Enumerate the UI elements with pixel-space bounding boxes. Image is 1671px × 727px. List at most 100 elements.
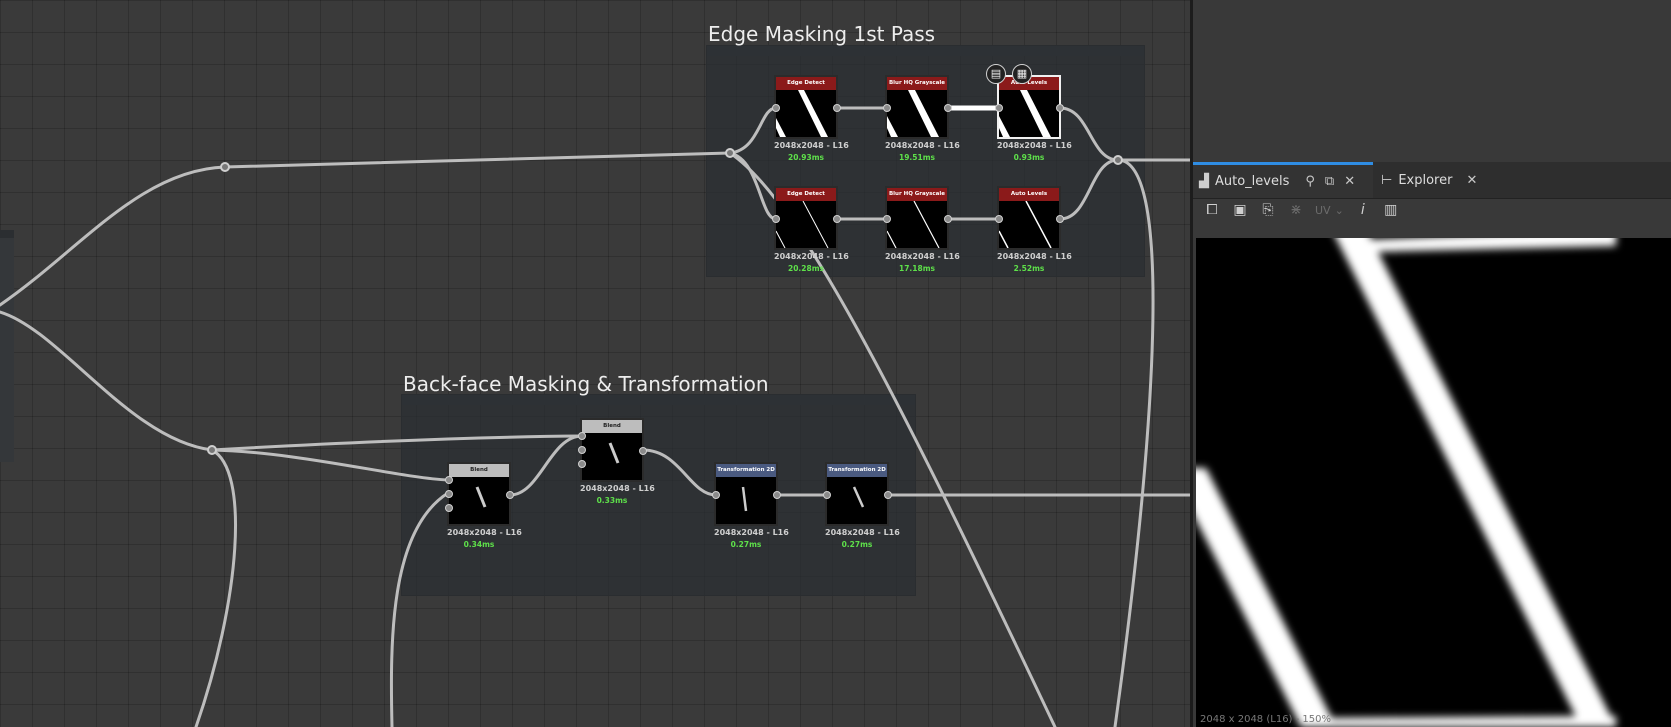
output-port[interactable] xyxy=(1056,104,1064,112)
node-thumbnail xyxy=(608,442,620,464)
output-port[interactable] xyxy=(884,491,892,499)
node-timing: 20.28ms xyxy=(787,264,824,273)
output-port[interactable] xyxy=(833,215,841,223)
node-timing: 0.27ms xyxy=(841,540,873,549)
input-port[interactable] xyxy=(445,490,453,498)
input-port[interactable] xyxy=(578,460,586,468)
view-icon: ▟ xyxy=(1199,174,1209,189)
float-icon[interactable]: ⧉ xyxy=(1324,174,1335,189)
node-resolution: 2048x2048 - L16 xyxy=(580,484,655,493)
node-thumbnail xyxy=(852,486,865,508)
info-icon[interactable]: i xyxy=(1360,202,1365,218)
node-blend[interactable]: Blend 2048x2048 - L16 0.34ms xyxy=(445,462,522,549)
input-port[interactable] xyxy=(823,491,831,499)
input-port[interactable] xyxy=(772,215,780,223)
copy-icon[interactable]: ⎘ xyxy=(1262,202,1274,218)
tab-explorer[interactable]: ⊢ Explorer ✕ xyxy=(1375,162,1495,198)
node-thumbnail xyxy=(999,201,1052,248)
reroute-dot[interactable] xyxy=(1113,155,1123,165)
node-timing: 20.93ms xyxy=(787,153,824,162)
node-body: Blend xyxy=(447,462,511,526)
node-timing: 17.18ms xyxy=(898,264,935,273)
input-port[interactable] xyxy=(445,476,453,484)
close-icon[interactable]: ✕ xyxy=(1344,174,1356,189)
frame-edge-masking-title[interactable]: Edge Masking 1st Pass xyxy=(708,22,936,46)
reroute-dot[interactable] xyxy=(725,148,735,158)
node-body: Auto Levels xyxy=(997,186,1061,250)
node-auto-levels[interactable]: Auto Levels 2048x2048 - L16 2.52ms xyxy=(995,186,1072,273)
node-body: Transformation 2D xyxy=(714,462,778,526)
viewer-tab-bar: ▟ Auto_levels ⚲ ⧉ ✕ ⊢ Explorer ✕ xyxy=(1193,162,1671,199)
output-port[interactable] xyxy=(639,447,647,455)
uv-dropdown[interactable]: UV xyxy=(1315,203,1331,217)
frame-backface-masking-title[interactable]: Back-face Masking & Transformation xyxy=(403,372,769,396)
input-port[interactable] xyxy=(772,104,780,112)
output-port[interactable] xyxy=(944,215,952,223)
view-in-3d-badge-icon[interactable]: ▦ xyxy=(1012,64,1032,84)
node-transformation-2d[interactable]: Transformation 2D 2048x2048 - L16 0.27ms xyxy=(712,462,789,549)
node-blur-hq-grayscale[interactable]: Blur HQ Grayscale 2048x2048 - L16 17.18m… xyxy=(883,186,960,273)
input-port[interactable] xyxy=(445,504,453,512)
input-port[interactable] xyxy=(995,104,1003,112)
node-edge-detect[interactable]: Edge Detect 2048x2048 - L16 20.28ms xyxy=(772,186,849,273)
node-resolution: 2048x2048 - L16 xyxy=(714,528,789,537)
histogram-icon[interactable]: ▥ xyxy=(1384,202,1398,218)
node-timing: 0.27ms xyxy=(730,540,762,549)
input-port[interactable] xyxy=(578,446,586,454)
node-timing: 2.52ms xyxy=(1013,264,1045,273)
node-timing: 0.33ms xyxy=(596,496,628,505)
node-transformation-2d[interactable]: Transformation 2D 2048x2048 - L16 0.27ms xyxy=(823,462,900,549)
reroute-dot[interactable] xyxy=(207,445,217,455)
connection-wires xyxy=(0,105,1190,727)
node-thumbnail xyxy=(741,486,748,512)
input-port[interactable] xyxy=(712,491,720,499)
node-timing: 19.51ms xyxy=(898,153,935,162)
output-port[interactable] xyxy=(773,491,781,499)
reroute-dot[interactable] xyxy=(220,162,230,172)
node-resolution: 2048x2048 - L16 xyxy=(774,141,849,150)
copy-view-icon[interactable]: ⧠ xyxy=(1206,202,1218,218)
node-thumbnail xyxy=(776,201,829,248)
2d-view-image[interactable] xyxy=(1196,238,1671,727)
output-port[interactable] xyxy=(833,104,841,112)
node-edge-detect[interactable]: Edge Detect 2048x2048 - L16 20.93ms xyxy=(772,75,849,162)
node-title: Transformation 2D xyxy=(827,464,887,477)
tile-icon[interactable]: ⋇ xyxy=(1290,202,1302,218)
node-body: Blend xyxy=(580,418,644,482)
output-port[interactable] xyxy=(1056,215,1064,223)
node-auto-levels-selected[interactable]: Auto Levels 2048x2048 - L16 0.93ms xyxy=(995,75,1072,162)
empty-dock-panel xyxy=(1193,0,1671,160)
node-resolution: 2048x2048 - L16 xyxy=(885,252,960,261)
offscreen-frame xyxy=(0,230,14,462)
node-title: Blur HQ Grayscale xyxy=(887,188,947,201)
viewer-status-text: 2048 x 2048 (L16) - 150% xyxy=(1200,714,1332,725)
chevron-down-icon[interactable]: ⌄ xyxy=(1334,203,1344,217)
node-resolution: 2048x2048 - L16 xyxy=(997,141,1072,150)
frame-header xyxy=(707,46,1144,56)
input-port[interactable] xyxy=(578,432,586,440)
output-port[interactable] xyxy=(944,104,952,112)
node-resolution: 2048x2048 - L16 xyxy=(447,528,522,537)
save-icon[interactable]: ▣ xyxy=(1233,202,1247,218)
node-thumbnail xyxy=(887,90,939,137)
node-blur-hq-grayscale[interactable]: Blur HQ Grayscale 2048x2048 - L16 19.51m… xyxy=(883,75,960,162)
input-port[interactable] xyxy=(883,215,891,223)
view-in-2d-badge-icon[interactable]: ▤ xyxy=(986,64,1006,84)
node-graph-canvas[interactable]: Edge Masking 1st Pass Back-face Masking … xyxy=(0,0,1190,727)
input-port[interactable] xyxy=(995,215,1003,223)
node-resolution: 2048x2048 - L16 xyxy=(825,528,900,537)
close-icon[interactable]: ✕ xyxy=(1466,172,1478,188)
panel-splitter[interactable] xyxy=(1190,0,1193,727)
input-port[interactable] xyxy=(883,104,891,112)
pin-icon[interactable]: ⚲ xyxy=(1305,174,1315,189)
node-timing: 0.34ms xyxy=(463,540,495,549)
node-resolution: 2048x2048 - L16 xyxy=(997,252,1072,261)
node-blend[interactable]: Blend 2048x2048 - L16 0.33ms xyxy=(578,418,655,505)
viewer-toolbar: ⧠ ▣ ⎘ ⋇ UV ⌄ i ▥ xyxy=(1193,199,1671,221)
tab-auto-levels[interactable]: ▟ Auto_levels ⚲ ⧉ ✕ xyxy=(1193,162,1373,198)
tab-label: Explorer xyxy=(1398,172,1453,188)
auto-levels-preview xyxy=(1196,238,1616,727)
tab-label: Auto_levels xyxy=(1215,174,1290,189)
node-thumbnail xyxy=(475,486,487,508)
output-port[interactable] xyxy=(506,491,514,499)
